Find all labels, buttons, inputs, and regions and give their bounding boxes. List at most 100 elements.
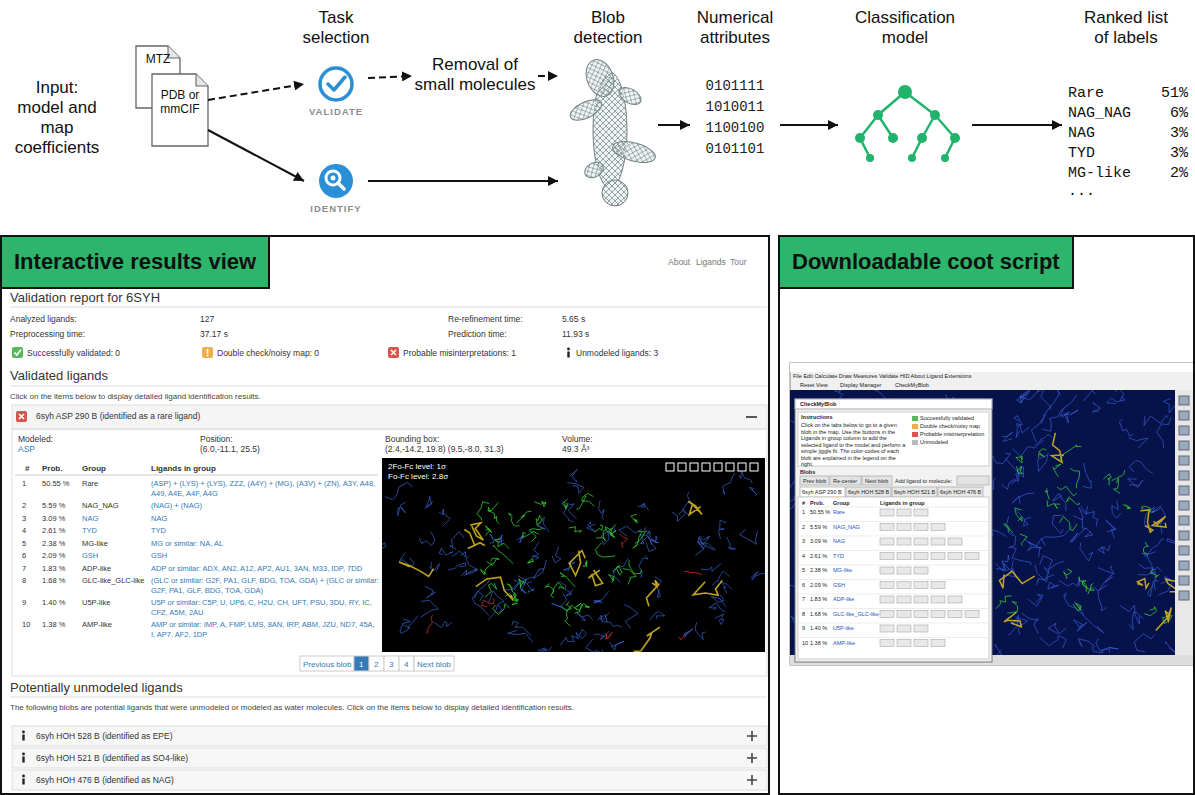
mesh-line [1080, 543, 1093, 561]
ranked-probability: 6% [1170, 105, 1188, 123]
ligand-button [914, 567, 928, 574]
detail-value: (2.4,-14.2, 19.8) (9.5,-8.0, 31.3) [385, 444, 504, 454]
info-dot [22, 753, 25, 756]
difference-mesh [1045, 488, 1049, 499]
ligand-button [880, 509, 894, 516]
coot-map [790, 390, 1175, 655]
detail-name: Position: [200, 434, 233, 444]
ligand-button [897, 611, 911, 618]
blob-tab [846, 487, 891, 497]
difference-mesh [536, 515, 542, 526]
table-header: Prob. [810, 500, 824, 507]
ligand-button [880, 596, 894, 603]
mesh-line [1163, 398, 1175, 413]
expand-icon [747, 753, 757, 763]
density-mesh [610, 138, 657, 167]
mesh-line [1037, 390, 1051, 416]
table-rule [799, 536, 988, 537]
viewer-tool [690, 463, 698, 471]
ranked-label: NAG_NAG [1068, 105, 1131, 123]
mesh-line [433, 622, 452, 628]
difference-mesh [1144, 607, 1156, 616]
table-rule [15, 475, 378, 476]
difference-mesh [562, 499, 567, 509]
ligand-button [897, 567, 911, 574]
viewer-tool [714, 463, 722, 471]
model-stick [999, 571, 1034, 588]
ligand-button [880, 567, 894, 574]
dialog-title: CheckMyBlob [800, 401, 836, 408]
mesh-line [420, 600, 438, 617]
difference-mesh [523, 531, 539, 537]
table-cell: 1 [802, 509, 805, 516]
mesh-line [699, 536, 710, 545]
map-level: Fo-Fc level: 2.8σ [386, 472, 450, 482]
mesh-line [1042, 409, 1062, 432]
table-cell: MG-like [82, 539, 108, 549]
warning-mark [207, 349, 209, 354]
table-cell: AMP-like [833, 640, 855, 647]
ligand-button [897, 582, 911, 589]
tool-icon [1179, 531, 1189, 540]
ranked-more: ... [1068, 183, 1095, 201]
ligand-button [897, 553, 911, 560]
identify-icon [319, 164, 353, 198]
table-cell: GSH [82, 551, 98, 561]
ligand-button [897, 524, 911, 531]
table-cell: 1.40 % [810, 625, 827, 632]
mesh-line [723, 474, 736, 494]
ligand-button [948, 553, 962, 560]
table-cell: 1.83 % [810, 596, 827, 603]
difference-mesh [509, 513, 520, 526]
status-icon [16, 411, 27, 422]
ligand-button [914, 596, 928, 603]
mesh-line [451, 551, 465, 557]
ligand-button [948, 538, 962, 545]
ligand-button [914, 625, 928, 632]
dialog-button [830, 476, 861, 485]
mesh-line [559, 582, 573, 596]
table-header: Prob. [42, 464, 62, 474]
mesh-line [1063, 593, 1083, 614]
mesh-line [518, 575, 534, 580]
ligand-button [880, 625, 894, 632]
table-cell: 2 [22, 501, 26, 511]
table-cell: 4 [22, 526, 26, 536]
check-mark [328, 77, 345, 90]
density-mesh [581, 56, 618, 101]
ligand-button [897, 640, 911, 647]
mesh-line [1165, 642, 1175, 655]
difference-mesh [487, 558, 500, 565]
panel-heading: Interactive results view [0, 235, 270, 289]
mesh-line [835, 390, 842, 399]
legend-entry: Probable misinterpretation [912, 431, 984, 438]
difference-mesh [1070, 468, 1080, 488]
negative-mesh [678, 634, 685, 640]
ligand-button [931, 524, 945, 531]
ligand-button [914, 524, 928, 531]
accordion-body [12, 429, 767, 676]
table-cell: U5P or similar: C5P, U, UP6, C, H2U, CH,… [151, 598, 379, 617]
table-cell: 3 [802, 538, 805, 545]
tool-icon [1179, 561, 1189, 570]
nav-link: Ligands [696, 257, 726, 267]
legend-swatch [912, 424, 918, 429]
table-cell: 7 [802, 596, 805, 603]
blob-title: 6syh HOH 528 B (identified as EPE) [36, 731, 173, 741]
mesh-line [527, 582, 534, 593]
panel-heading: Downloadable coot script [778, 235, 1074, 289]
mesh-line [472, 591, 489, 616]
mesh-line [512, 621, 532, 636]
magnifier-gear [331, 176, 336, 181]
tree-node [941, 154, 949, 162]
status-icon [388, 347, 399, 358]
mesh-line [1098, 575, 1112, 591]
mesh-line [1083, 390, 1095, 401]
pager-button [399, 656, 414, 671]
mesh-line [1040, 636, 1067, 649]
difference-mesh [1088, 583, 1094, 594]
table-header: Ligands in group [880, 500, 925, 507]
mesh-line [552, 546, 561, 563]
difference-mesh [553, 582, 565, 594]
table-cell: 8 [802, 611, 805, 618]
